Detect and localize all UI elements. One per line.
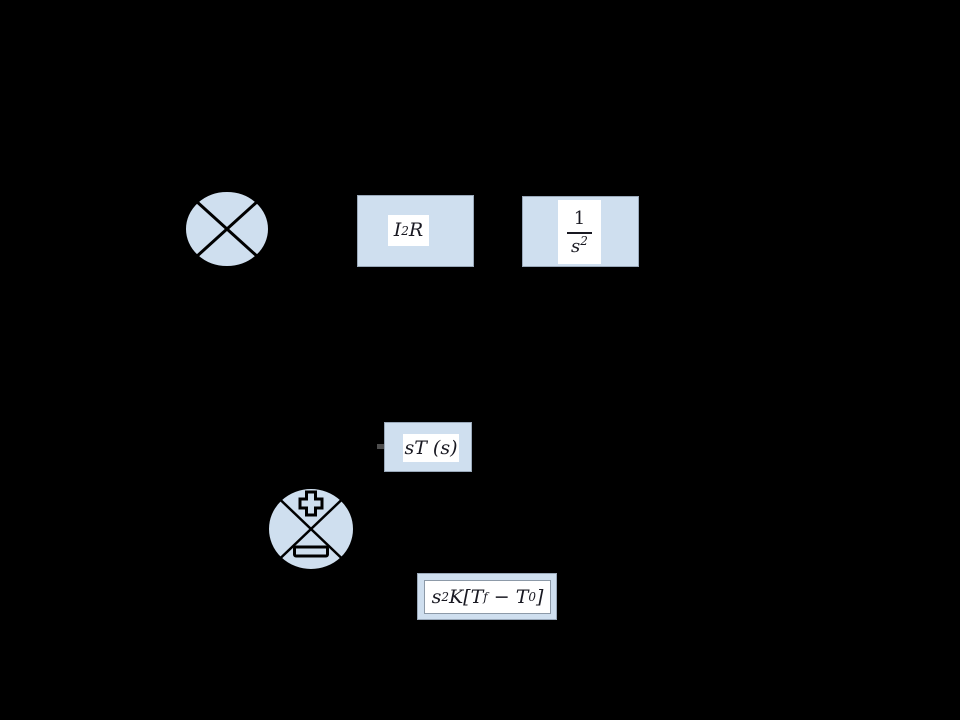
- plus-icon: [298, 490, 324, 517]
- equation-part: − T: [487, 585, 529, 608]
- equation-part: I: [393, 219, 402, 241]
- equation-part: R: [408, 219, 424, 241]
- equation-part: s: [571, 236, 581, 257]
- equation-one-over-s2: 1 s2: [558, 200, 601, 264]
- equation-part: ]: [536, 585, 544, 608]
- equation-part: 2: [580, 234, 588, 248]
- sum-junction: [267, 487, 355, 571]
- equation-sts: sT (s): [403, 434, 459, 462]
- equation-part: s: [431, 585, 442, 608]
- equation-part: sT (s): [404, 436, 458, 459]
- block-sts: sT (s): [384, 422, 472, 472]
- minus-icon: [293, 545, 329, 558]
- fraction-denominator: s2: [567, 232, 592, 256]
- arrowhead-fragment: [377, 444, 384, 449]
- multiply-junction: [184, 190, 270, 268]
- multiply-x-line: [196, 200, 258, 258]
- sum-x-line: [279, 499, 343, 559]
- block-one-over-s2: 1 s2: [522, 196, 639, 267]
- equation-part: K[T: [448, 585, 484, 608]
- fraction-numerator: 1: [573, 208, 586, 229]
